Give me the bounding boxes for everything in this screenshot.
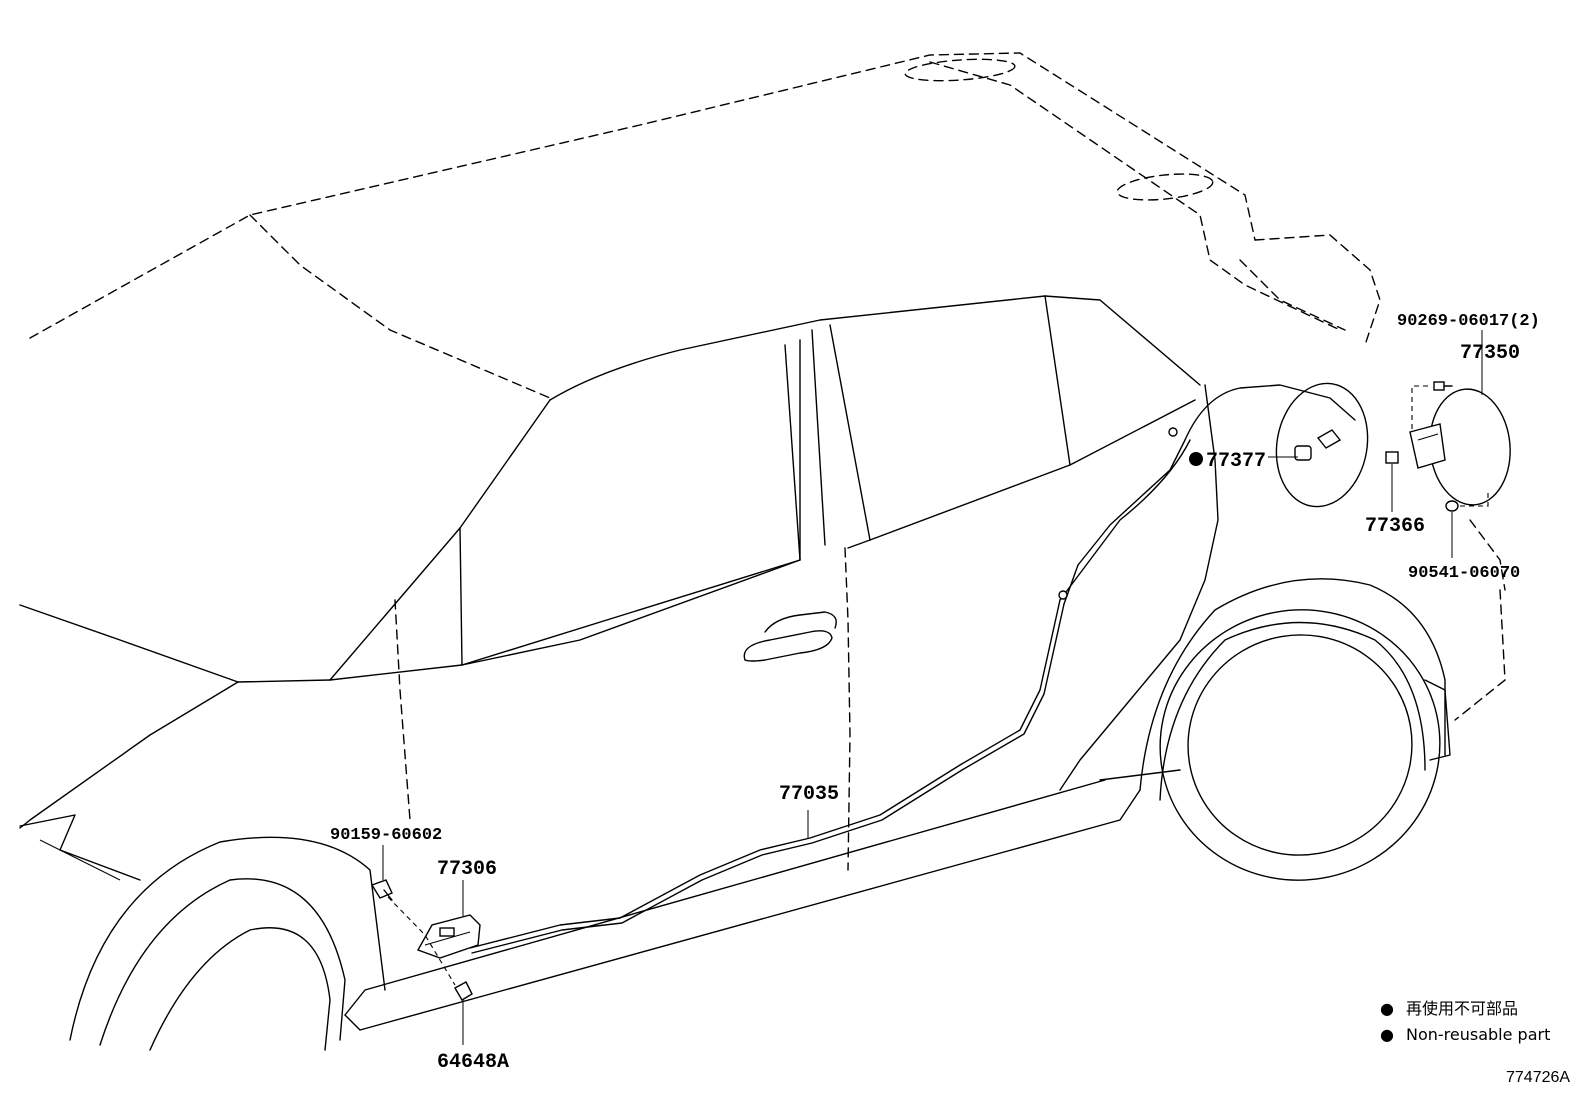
part-90159-screw [370,879,393,901]
legend-marker-ja: ● [1380,999,1394,1018]
callout-77306: 77306 [437,858,497,881]
part-77350-fuel-lid [1409,388,1511,506]
part-77035-cable [469,427,1186,954]
callout-64648A: 64648A [437,1051,509,1074]
legend-text-ja: 再使用不可部品 [1406,999,1518,1018]
part-77377-clamp [1294,429,1342,461]
part-90541-clip [1445,500,1459,512]
callout-90269: 90269-06017(2) [1397,312,1540,331]
fuel-lid-area [1059,382,1369,601]
part-77366 [1385,451,1399,464]
figure-reference-number: 774726A [1506,1069,1570,1086]
non-reusable-marker [1189,452,1203,466]
part-90269-screw [1433,381,1453,391]
callout-90159: 90159-60602 [330,826,442,845]
callout-77366: 77366 [1365,515,1425,538]
leader-lines [382,330,1489,1045]
car-body-outline [19,52,1506,1051]
legend: ● 再使用不可部品 ● Non-reusable part [1380,999,1550,1044]
part-64648A-clip [454,981,473,1001]
callout-labels: 90269-06017(2) 77350 77377 77366 90541-0… [330,312,1540,1074]
part-77306-opener-lever [416,914,481,959]
callout-90541: 90541-06070 [1408,564,1520,583]
legend-marker-en: ● [1380,1025,1394,1044]
legend-text-en: Non-reusable part [1406,1025,1550,1044]
callout-77035: 77035 [779,783,839,806]
callout-77350: 77350 [1460,342,1520,365]
callout-77377: 77377 [1206,450,1266,473]
